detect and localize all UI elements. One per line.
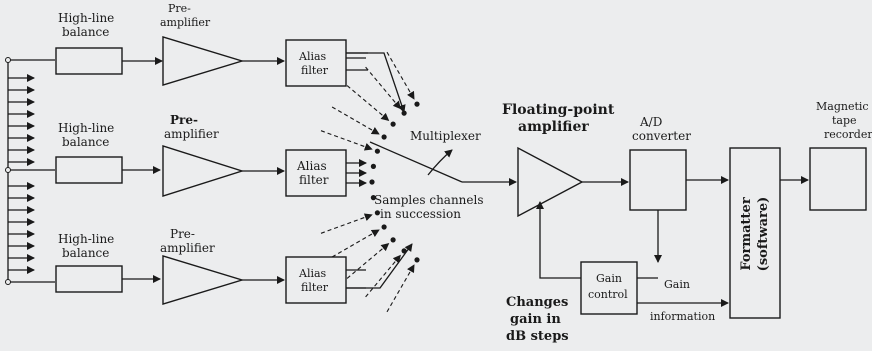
gain-control-label-1: Gain [596,272,622,285]
input-bus [5,57,55,285]
adc-label-1: A/D [639,115,662,129]
formatter-label-1: Formatter [739,197,754,270]
multiplexer-input-line [320,130,373,151]
fp-amp-triangle [517,146,584,218]
multiplexer-input-line [386,264,415,313]
gain-control-box [580,261,638,315]
alias-label-1b: filter [301,64,329,77]
alias-label-2: Alias [296,159,327,173]
multiplexer-pin [390,237,396,243]
channel-3: High-line balance Pre- amplifier Alias f… [55,227,366,305]
balance-label-3b: balance [62,246,109,260]
gain-control-label-2: control [588,288,628,301]
samples-note-1: Samples channels [374,193,484,207]
tape-label-3: recorder [824,128,872,141]
changes-gain-2: gain in [510,312,561,327]
balance-box-1 [55,47,123,75]
multiplexer-input-line [331,229,380,258]
preamp-label-2: Pre- [170,113,198,127]
multiplexer-pin [381,134,387,140]
preamp-label-3: Pre- [170,227,195,241]
preamp-triangle-3 [162,255,245,305]
fp-amp-label-1: Floating-point [502,102,615,118]
adc-label-2: converter [632,129,691,143]
adc-box [629,149,687,211]
multiplexer-pin [370,163,376,169]
balance-label-1b: balance [62,25,109,39]
multiplexer-pin [401,248,407,254]
alias-label-2b: filter [299,173,329,187]
multiplexer-pin [414,257,420,263]
formatter-box [729,147,781,319]
multiplexer-input-line [365,66,401,110]
preamp-label-2b: amplifier [164,127,219,141]
multiplexer-pin [369,179,375,185]
multiplexer-rotation-arrow [427,149,453,176]
preamp-label-1b: amplifier [160,16,211,29]
balance-label-2b: balance [62,135,109,149]
multiplexer-pin [381,224,387,230]
samples-note-2: in succession [380,207,461,221]
alias-box-1 [285,39,347,87]
fp-amp-label-2: amplifier [518,119,589,135]
multiplexer-pin [401,110,407,116]
multiplexer-pin [370,195,376,201]
tape-label-1: Magnetic [816,100,869,113]
gain-control: Gain control [580,261,638,315]
tape-box [809,147,867,211]
multiplexer-input-line [346,243,390,279]
tape-label-2: tape [832,114,857,127]
ad-converter: A/D converter [629,115,691,211]
multiplexer-pin [414,101,420,107]
multiplexer-input-line [346,85,390,121]
preamp-triangle-1 [162,36,245,86]
gain-info-label-2: information [650,310,715,323]
alias-label-1: Alias [298,50,327,63]
alias-label-3: Alias [298,267,327,280]
changes-gain-1: Changes [506,295,568,310]
channel-1: High-line balance Pre- amplifier Alias f… [55,2,368,87]
floating-point-amplifier: Floating-point amplifier [502,102,615,218]
multiplexer-pins [320,51,420,313]
multiplexer-pin [390,121,396,127]
multiplexer-switch-arm [369,141,463,183]
channel-2: High-line balance Pre- amplifier Alias f… [55,113,367,197]
alias-label-3b: filter [301,281,329,294]
balance-box-3 [55,265,123,293]
multiplexer-input-line [331,106,380,135]
preamp-label-3b: amplifier [160,241,215,255]
multiplexer-input-line [320,213,373,234]
balance-label-2: High-line [58,121,114,135]
balance-box-2 [55,156,123,184]
balance-label-3: High-line [58,232,114,246]
multiplexer-input-line [365,254,401,298]
formatter-label-2: (software) [756,197,771,272]
alias-box-3 [285,256,347,304]
formatter: Formatter (software) [729,147,781,319]
tape-recorder: Magnetic tape recorder [809,100,872,211]
changes-gain-3: dB steps [506,329,569,344]
multiplexer-input-line [386,51,415,100]
multiplexer-pin [374,210,380,216]
multiplexer-label: Multiplexer [410,129,481,143]
preamp-label-1: Pre- [168,2,191,15]
gain-info-label-1: Gain [664,278,690,291]
input-arrows [8,74,35,274]
preamp-triangle-2 [162,145,245,197]
multiplexer-pin [374,148,380,154]
balance-label-1: High-line [58,11,114,25]
